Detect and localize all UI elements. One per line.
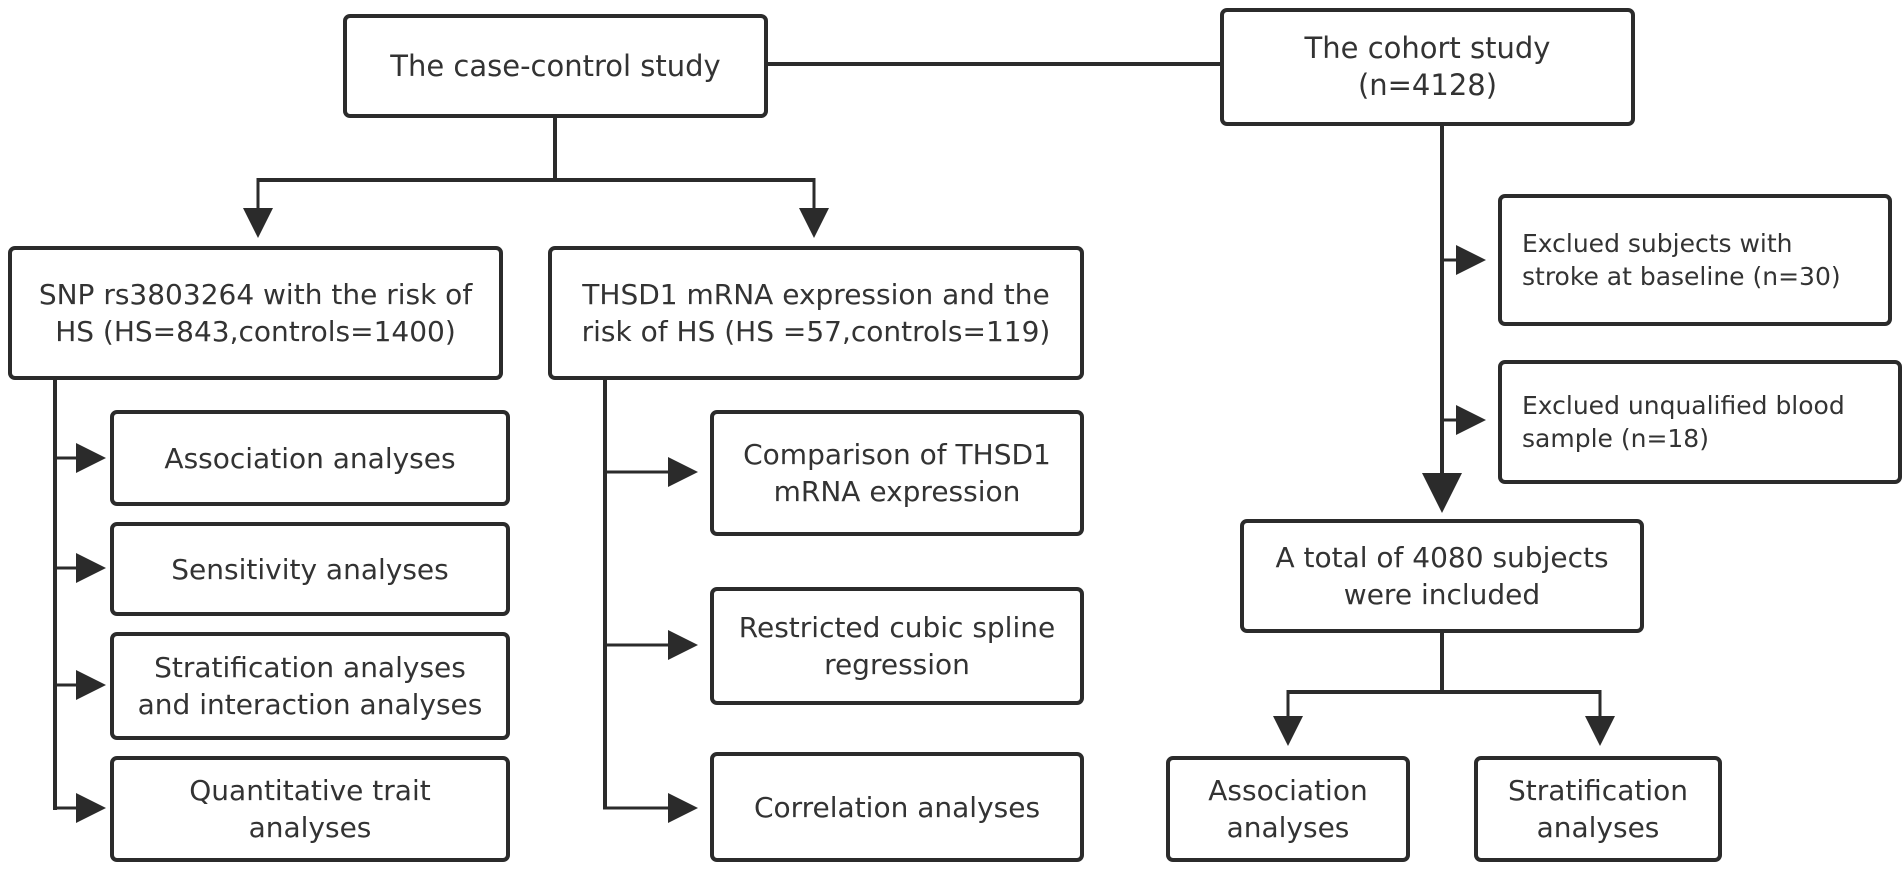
comparison-box: Comparison of THSD1 mRNA expression (710, 410, 1084, 536)
association-analyses-box: Association analyses (110, 410, 510, 506)
snp-box: SNP rs3803264 with the risk of HS (HS=84… (8, 246, 503, 380)
total-included-label: A total of 4080 subjects were included (1275, 541, 1609, 611)
quantitative-trait-box: Quantitative trait analyses (110, 756, 510, 862)
spline-regression-label: Restricted cubic spline regression (738, 611, 1056, 681)
cohort-association-box: Association analyses (1166, 756, 1410, 862)
sensitivity-analyses-box: Sensitivity analyses (110, 522, 510, 616)
association-analyses-label: Association analyses (164, 441, 456, 475)
total-included-box: A total of 4080 subjects were included (1240, 519, 1644, 633)
thsd1-box: THSD1 mRNA expression and the risk of HS… (548, 246, 1084, 380)
cohort-label: The cohort study (n=4128) (1304, 31, 1551, 102)
correlation-analyses-label: Correlation analyses (753, 790, 1041, 824)
case-control-label: The case-control study (390, 48, 721, 83)
cohort-stratification-label: Stratification analyses (1507, 774, 1688, 844)
exclude-blood-label: Exclued unqualified blood sample (n=18) (1522, 391, 1845, 453)
cohort-stratification-box: Stratification analyses (1474, 756, 1722, 862)
comparison-label: Comparison of THSD1 mRNA expression (743, 438, 1051, 508)
exclude-stroke-box: Exclued subjects with stroke at baseline… (1498, 194, 1892, 326)
cohort-box: The cohort study (n=4128) (1220, 8, 1635, 126)
snp-label: SNP rs3803264 with the risk of HS (HS=84… (38, 278, 473, 348)
exclude-blood-box: Exclued unqualified blood sample (n=18) (1498, 360, 1902, 484)
thsd1-label: THSD1 mRNA expression and the risk of HS… (581, 278, 1051, 348)
correlation-analyses-box: Correlation analyses (710, 752, 1084, 862)
case-control-box: The case-control study (343, 14, 768, 118)
spline-regression-box: Restricted cubic spline regression (710, 587, 1084, 705)
quantitative-trait-label: Quantitative trait analyses (189, 774, 431, 844)
stratification-interaction-box: Stratification analyses and interaction … (110, 632, 510, 740)
exclude-stroke-label: Exclued subjects with stroke at baseline… (1522, 229, 1841, 291)
cohort-association-label: Association analyses (1208, 774, 1368, 844)
sensitivity-analyses-label: Sensitivity analyses (171, 552, 449, 586)
stratification-interaction-label: Stratification analyses and interaction … (137, 651, 483, 721)
